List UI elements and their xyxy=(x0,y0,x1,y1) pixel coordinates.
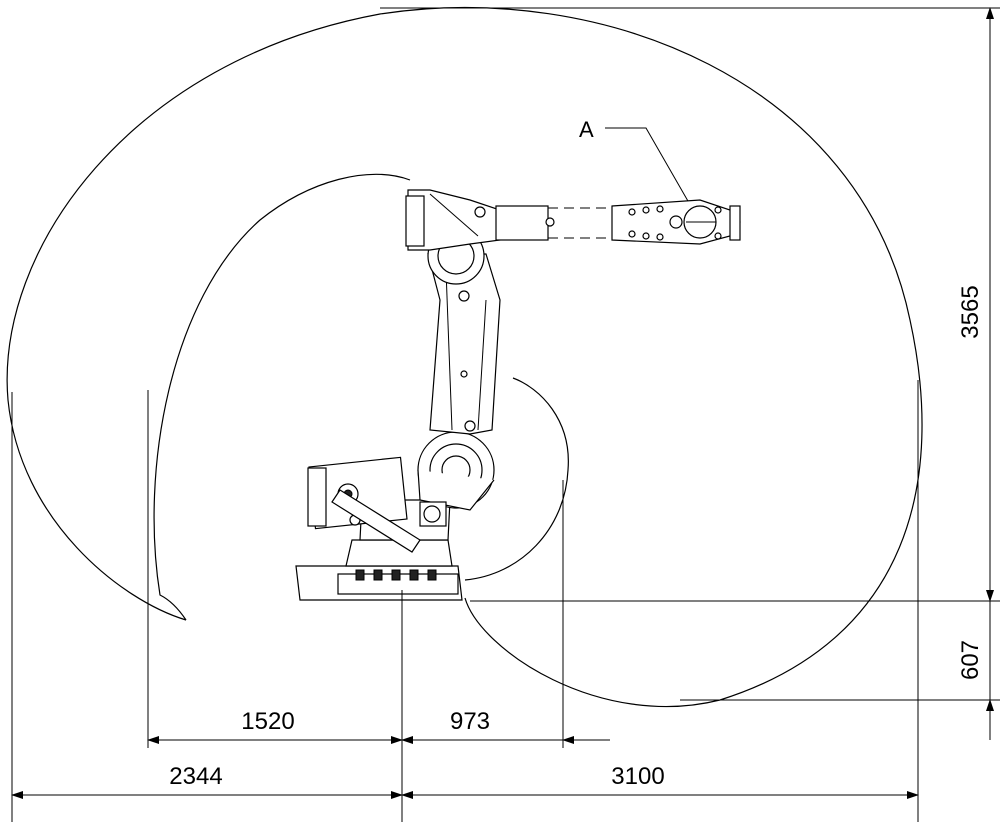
dim-607: 607 xyxy=(957,640,984,680)
lower-lobe-curve xyxy=(464,377,569,581)
dim-3565: 3565 xyxy=(957,285,984,338)
dimension-lines xyxy=(11,7,994,799)
dim-973: 973 xyxy=(450,708,490,735)
base-bolt-row xyxy=(355,569,437,581)
dim-3100: 3100 xyxy=(611,763,664,790)
dim-1520: 1520 xyxy=(241,708,294,735)
industrial-robot-drawing xyxy=(295,189,741,620)
dim-2344: 2344 xyxy=(169,763,222,790)
callout-label: A xyxy=(579,117,594,142)
inner-envelope-curve xyxy=(153,173,411,621)
wrist-bolt-row xyxy=(628,205,722,241)
callout-a: A xyxy=(579,117,701,223)
extension-lines xyxy=(11,7,1000,822)
